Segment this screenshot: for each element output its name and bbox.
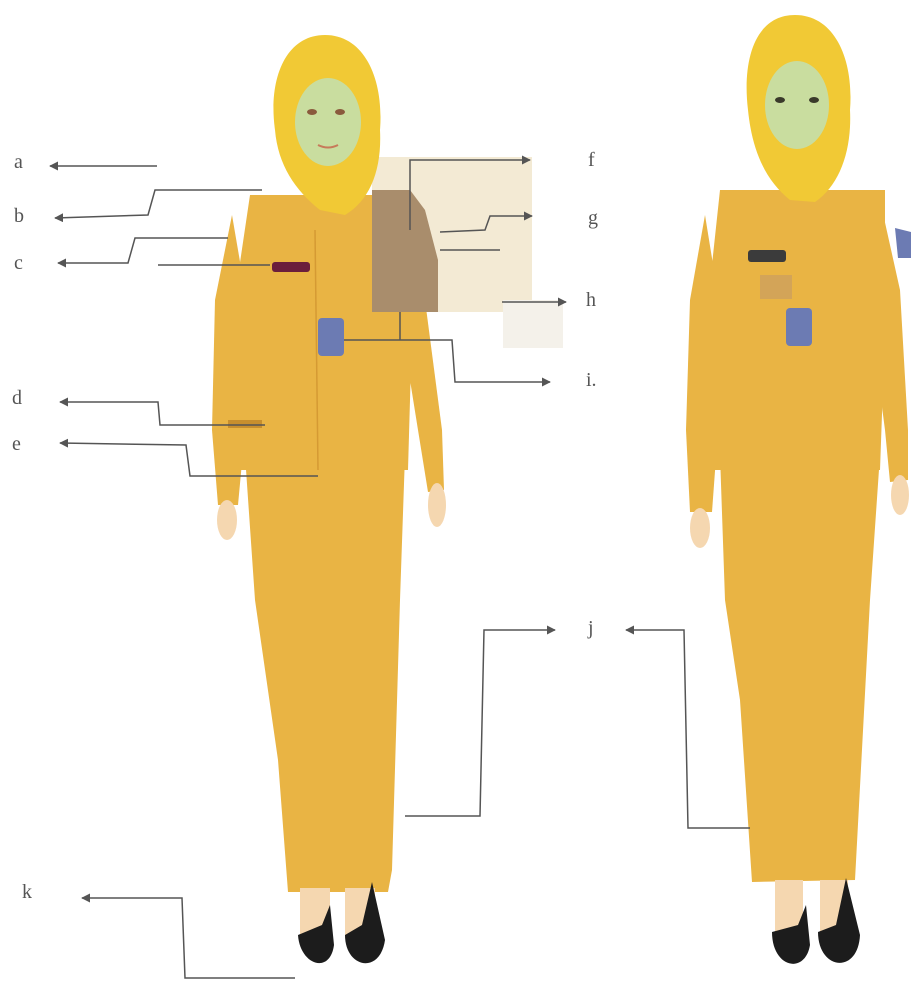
side-right-hand bbox=[891, 475, 909, 515]
arrow-left-icon bbox=[55, 190, 262, 218]
front-figure bbox=[212, 35, 563, 963]
shoulder-highlight-box-lower bbox=[503, 300, 563, 348]
arrow-left-icon bbox=[626, 630, 750, 828]
side-skirt bbox=[720, 455, 880, 882]
label-i: i. bbox=[586, 370, 597, 390]
side-shoulder-patch bbox=[895, 228, 911, 258]
name-tag bbox=[272, 262, 310, 272]
label-e: e bbox=[12, 434, 21, 454]
skirt bbox=[245, 455, 405, 892]
side-pocket-flap bbox=[760, 275, 792, 299]
face bbox=[295, 78, 361, 166]
label-c: c bbox=[14, 253, 23, 273]
label-d: d bbox=[12, 388, 22, 408]
arrow-right-icon bbox=[405, 630, 555, 816]
arrow-left-icon bbox=[58, 238, 228, 263]
side-left-hand bbox=[690, 508, 710, 548]
side-eye-right bbox=[809, 97, 819, 103]
label-g: g bbox=[588, 208, 598, 228]
right-hand bbox=[428, 483, 446, 527]
eye-left bbox=[307, 109, 317, 115]
label-j: j bbox=[588, 618, 594, 638]
side-figure bbox=[686, 15, 911, 964]
label-h: h bbox=[586, 290, 596, 310]
label-a: a bbox=[14, 152, 23, 172]
label-f: f bbox=[588, 150, 595, 170]
side-badge bbox=[786, 308, 812, 346]
side-name-tag bbox=[748, 250, 786, 262]
left-hand bbox=[217, 500, 237, 540]
label-k: k bbox=[22, 882, 32, 902]
side-face bbox=[765, 61, 829, 149]
badge bbox=[318, 318, 344, 356]
arrow-left-icon bbox=[82, 898, 295, 978]
label-b: b bbox=[14, 206, 24, 226]
pocket bbox=[228, 420, 262, 428]
eye-right bbox=[335, 109, 345, 115]
side-eye-left bbox=[775, 97, 785, 103]
